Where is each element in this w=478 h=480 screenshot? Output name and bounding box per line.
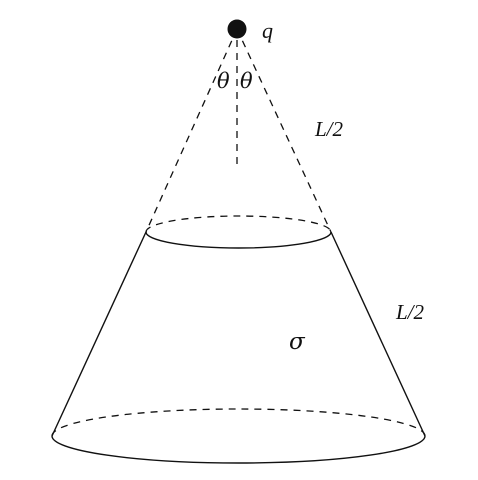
frustum-right-edge	[330, 231, 426, 437]
charge-label: q	[262, 18, 273, 43]
upper-left-dashed-edge	[145, 28, 238, 233]
theta-right-label: θ	[240, 69, 253, 93]
bottom-ellipse-back	[51, 408, 426, 437]
bottom-ellipse-front	[51, 435, 426, 464]
top-ellipse-front	[145, 231, 332, 249]
lower-length-label: L/2	[395, 300, 425, 324]
surface-density-label: σ	[289, 329, 306, 355]
top-ellipse-back	[145, 215, 332, 233]
upper-right-dashed-edge	[236, 28, 332, 233]
frustum-left-edge	[51, 231, 147, 437]
theta-left-label: θ	[217, 69, 230, 93]
upper-length-label: L/2	[314, 117, 344, 141]
